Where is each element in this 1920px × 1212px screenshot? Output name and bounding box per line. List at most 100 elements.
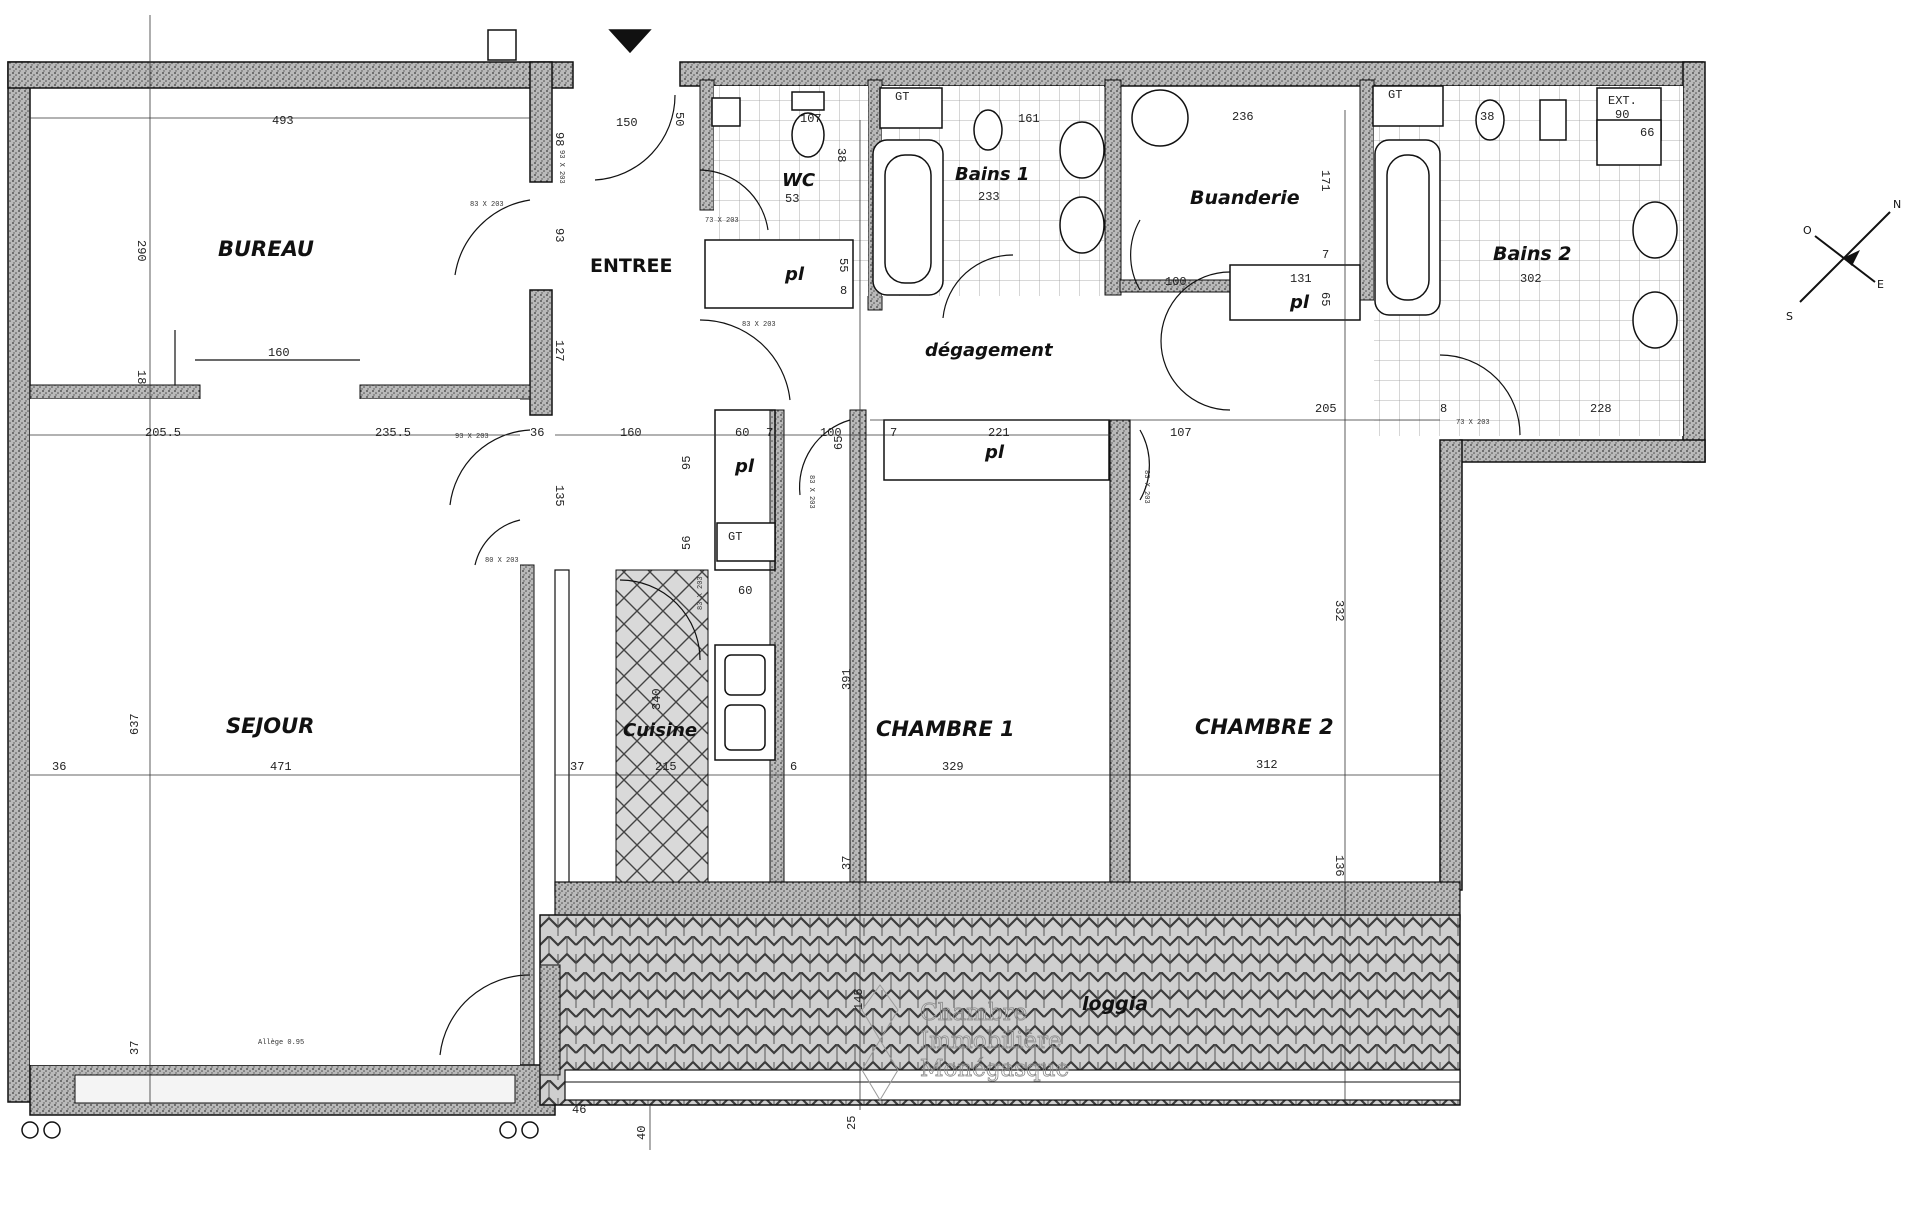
dim-text: 160 bbox=[268, 346, 290, 360]
dim-text: 60 bbox=[735, 426, 749, 440]
dim-text: 150 bbox=[616, 116, 638, 130]
room-chambre2: CHAMBRE 2 bbox=[1195, 715, 1334, 739]
dim-text: 50 bbox=[672, 112, 686, 126]
dim-text: 38 bbox=[834, 148, 848, 162]
doors bbox=[174, 94, 1521, 1056]
dim-text: 7 bbox=[1322, 248, 1329, 262]
dimension-lines bbox=[30, 15, 1440, 1150]
compass-e: E bbox=[1877, 278, 1884, 291]
dim-text: 160 bbox=[620, 426, 642, 440]
room-loggia: loggia bbox=[1082, 993, 1148, 1015]
dim-text: 302 bbox=[1520, 272, 1542, 286]
dim-text: 55 bbox=[836, 258, 850, 272]
dim-text: 7 bbox=[766, 426, 773, 440]
dim-text: 107 bbox=[1170, 426, 1192, 440]
dim-text: 100 bbox=[1165, 275, 1187, 289]
dim-text: 637 bbox=[128, 713, 142, 735]
room-wc: WC bbox=[782, 170, 816, 191]
door-tag: 73 X 203 bbox=[1456, 419, 1490, 427]
door-tag: 83 X 203 bbox=[807, 475, 815, 509]
compass-n: N bbox=[1893, 198, 1901, 211]
entrance-mark bbox=[487, 29, 652, 61]
dim-text: 7 bbox=[890, 426, 897, 440]
room-buanderie: Buanderie bbox=[1190, 187, 1300, 209]
door-tag: 83 X 203 bbox=[1142, 470, 1150, 504]
dim-text: 18 bbox=[134, 370, 148, 384]
dim-text: 60 bbox=[738, 584, 752, 598]
watermark-line: Monégasque bbox=[920, 1056, 1069, 1082]
dimension-texts: 493 290 160 18 150 50 98 93 127 135 160 … bbox=[52, 108, 1654, 1140]
dim-text: 145 bbox=[852, 988, 866, 1010]
dim-text: 340 bbox=[650, 688, 664, 710]
dim-text: 107 bbox=[800, 112, 822, 126]
dim-text: 6 bbox=[790, 760, 797, 774]
dim-text: 37 bbox=[570, 760, 584, 774]
door-tags: 93 X 203 83 X 203 73 X 203 83 X 203 93 X… bbox=[455, 150, 1490, 610]
fixture-labels: pl pl pl pl GT GT GT EXT. bbox=[728, 88, 1637, 544]
watermark-line: Chambre bbox=[920, 1000, 1027, 1026]
dim-text: 236 bbox=[1232, 110, 1254, 124]
compass-rose: N O E S bbox=[1786, 198, 1901, 323]
dim-text: 36 bbox=[530, 426, 544, 440]
dim-text: 66 bbox=[1640, 126, 1654, 140]
dim-text: 37 bbox=[840, 856, 854, 870]
dim-text: 95 bbox=[680, 456, 694, 470]
door-tag: 83 X 203 bbox=[470, 201, 504, 209]
room-entree: ENTREE bbox=[590, 255, 672, 277]
door-tag: 73 X 203 bbox=[705, 217, 739, 225]
dim-text: 136 bbox=[1332, 855, 1346, 877]
dim-text: 235.5 bbox=[375, 426, 411, 440]
dim-text: 332 bbox=[1332, 600, 1346, 622]
dim-text: 25 bbox=[845, 1116, 859, 1130]
room-degagement: dégagement bbox=[925, 340, 1054, 361]
gt-label: GT bbox=[1388, 88, 1402, 102]
dim-text: 56 bbox=[680, 536, 694, 550]
gt-label: GT bbox=[728, 530, 742, 544]
allege-note: Allège 0.95 bbox=[258, 1039, 304, 1047]
fixtures bbox=[21, 85, 1678, 1139]
dim-text: 233 bbox=[978, 190, 1000, 204]
dim-text: 53 bbox=[785, 192, 799, 206]
dim-text: 98 bbox=[552, 132, 566, 146]
dim-text: 131 bbox=[1290, 272, 1312, 286]
room-bains2: Bains 2 bbox=[1493, 243, 1572, 265]
dim-text: 493 bbox=[272, 114, 294, 128]
dim-text: 391 bbox=[840, 668, 854, 690]
dim-text: 65 bbox=[832, 436, 846, 450]
dim-text: 312 bbox=[1256, 758, 1278, 772]
room-labels: BUREAU ENTREE WC Bains 1 Buanderie Bains… bbox=[218, 164, 1572, 1015]
gt-label: GT bbox=[895, 90, 909, 104]
dim-text: 215 bbox=[655, 760, 677, 774]
dim-text: 471 bbox=[270, 760, 292, 774]
dim-text: 38 bbox=[1480, 110, 1494, 124]
dim-text: 205 bbox=[1315, 402, 1337, 416]
dim-text: 290 bbox=[134, 240, 148, 262]
dim-text: 135 bbox=[552, 485, 566, 507]
walls bbox=[7, 61, 1706, 1116]
room-cuisine: Cuisine bbox=[623, 720, 697, 741]
placard-label: pl bbox=[984, 442, 1005, 463]
dim-text: 100 bbox=[820, 426, 842, 440]
door-tag: 93 X 203 bbox=[557, 150, 565, 184]
door-tag: 83 X 203 bbox=[697, 576, 705, 610]
dim-text: 36 bbox=[52, 760, 66, 774]
dim-text: 127 bbox=[552, 340, 566, 362]
dim-text: 205.5 bbox=[145, 426, 181, 440]
dim-text: 161 bbox=[1018, 112, 1040, 126]
watermark-line: Immobilière bbox=[920, 1028, 1062, 1054]
room-sejour: SEJOUR bbox=[226, 714, 314, 738]
dim-text: 171 bbox=[1318, 170, 1332, 192]
placard-label: pl bbox=[1289, 292, 1310, 313]
watermark-logo: Chambre Immobilière Monégasque bbox=[861, 984, 1070, 1101]
dim-text: 8 bbox=[840, 284, 847, 298]
room-bains1: Bains 1 bbox=[955, 164, 1029, 185]
room-chambre1: CHAMBRE 1 bbox=[876, 717, 1015, 741]
door-tag: 80 X 203 bbox=[485, 557, 519, 565]
placard-label: pl bbox=[734, 456, 755, 477]
compass-s: S bbox=[1786, 310, 1793, 323]
room-bureau: BUREAU bbox=[218, 237, 314, 261]
dim-text: 228 bbox=[1590, 402, 1612, 416]
compass-o: O bbox=[1803, 224, 1812, 237]
dim-text: 329 bbox=[942, 760, 964, 774]
